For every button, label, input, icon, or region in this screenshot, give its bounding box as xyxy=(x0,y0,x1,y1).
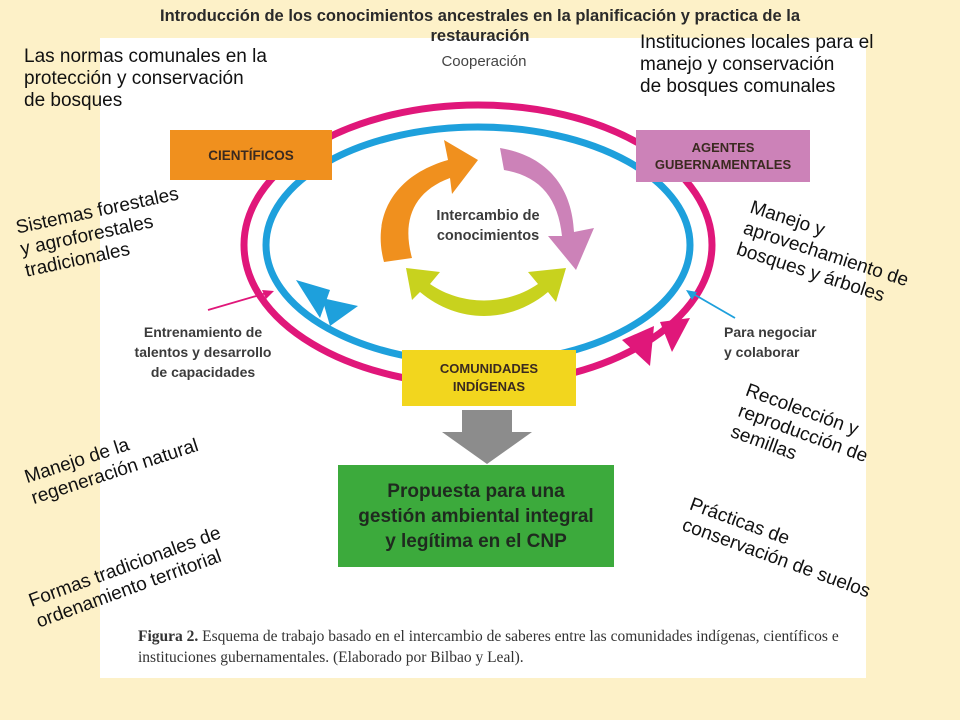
agents-box xyxy=(636,130,810,182)
annotation-top-right: Instituciones locales para el manejo y c… xyxy=(640,32,874,97)
communities-label: COMUNIDADES INDÍGENAS xyxy=(439,361,539,394)
pink-exchange-arrow xyxy=(500,148,594,270)
left-pointer-arrowhead xyxy=(262,290,274,299)
right-magenta-arrowhead xyxy=(622,326,654,366)
agents-label: AGENTES GUBERNAMENTALES xyxy=(654,140,792,172)
orange-exchange-arrow xyxy=(380,140,478,262)
figure-caption: Figura 2. Esquema de trabajo basado en e… xyxy=(138,628,839,666)
proposal-label: Propuesta para una gestión ambiental int… xyxy=(358,480,594,552)
communities-box xyxy=(402,350,576,406)
left-pointer-arrow xyxy=(207,291,271,311)
page-title: Introducción de los conocimientos ancest… xyxy=(159,7,801,45)
cooperation-label: Cooperación xyxy=(441,53,527,70)
training-label: Entrenamiento de talentos y desarrollo d… xyxy=(134,324,272,380)
scientists-box xyxy=(170,130,332,180)
scientists-label: CIENTÍFICOS xyxy=(208,147,294,163)
negotiate-label: Para negociar y colaborar xyxy=(724,324,817,360)
annotation-top-left: Las normas comunales en la protección y … xyxy=(24,46,267,111)
right-pointer-arrow xyxy=(689,291,736,319)
proposal-box xyxy=(338,465,614,567)
knowledge-exchange-label: Intercambio de conocimientos xyxy=(436,208,540,244)
right-pointer-arrowhead xyxy=(686,290,697,300)
left-blue-arrowhead-2 xyxy=(322,298,358,326)
lime-exchange-arrow xyxy=(406,268,566,316)
right-magenta-arrowhead-2 xyxy=(660,318,690,352)
left-blue-arrowhead xyxy=(296,280,330,318)
down-gray-arrow xyxy=(442,410,532,464)
